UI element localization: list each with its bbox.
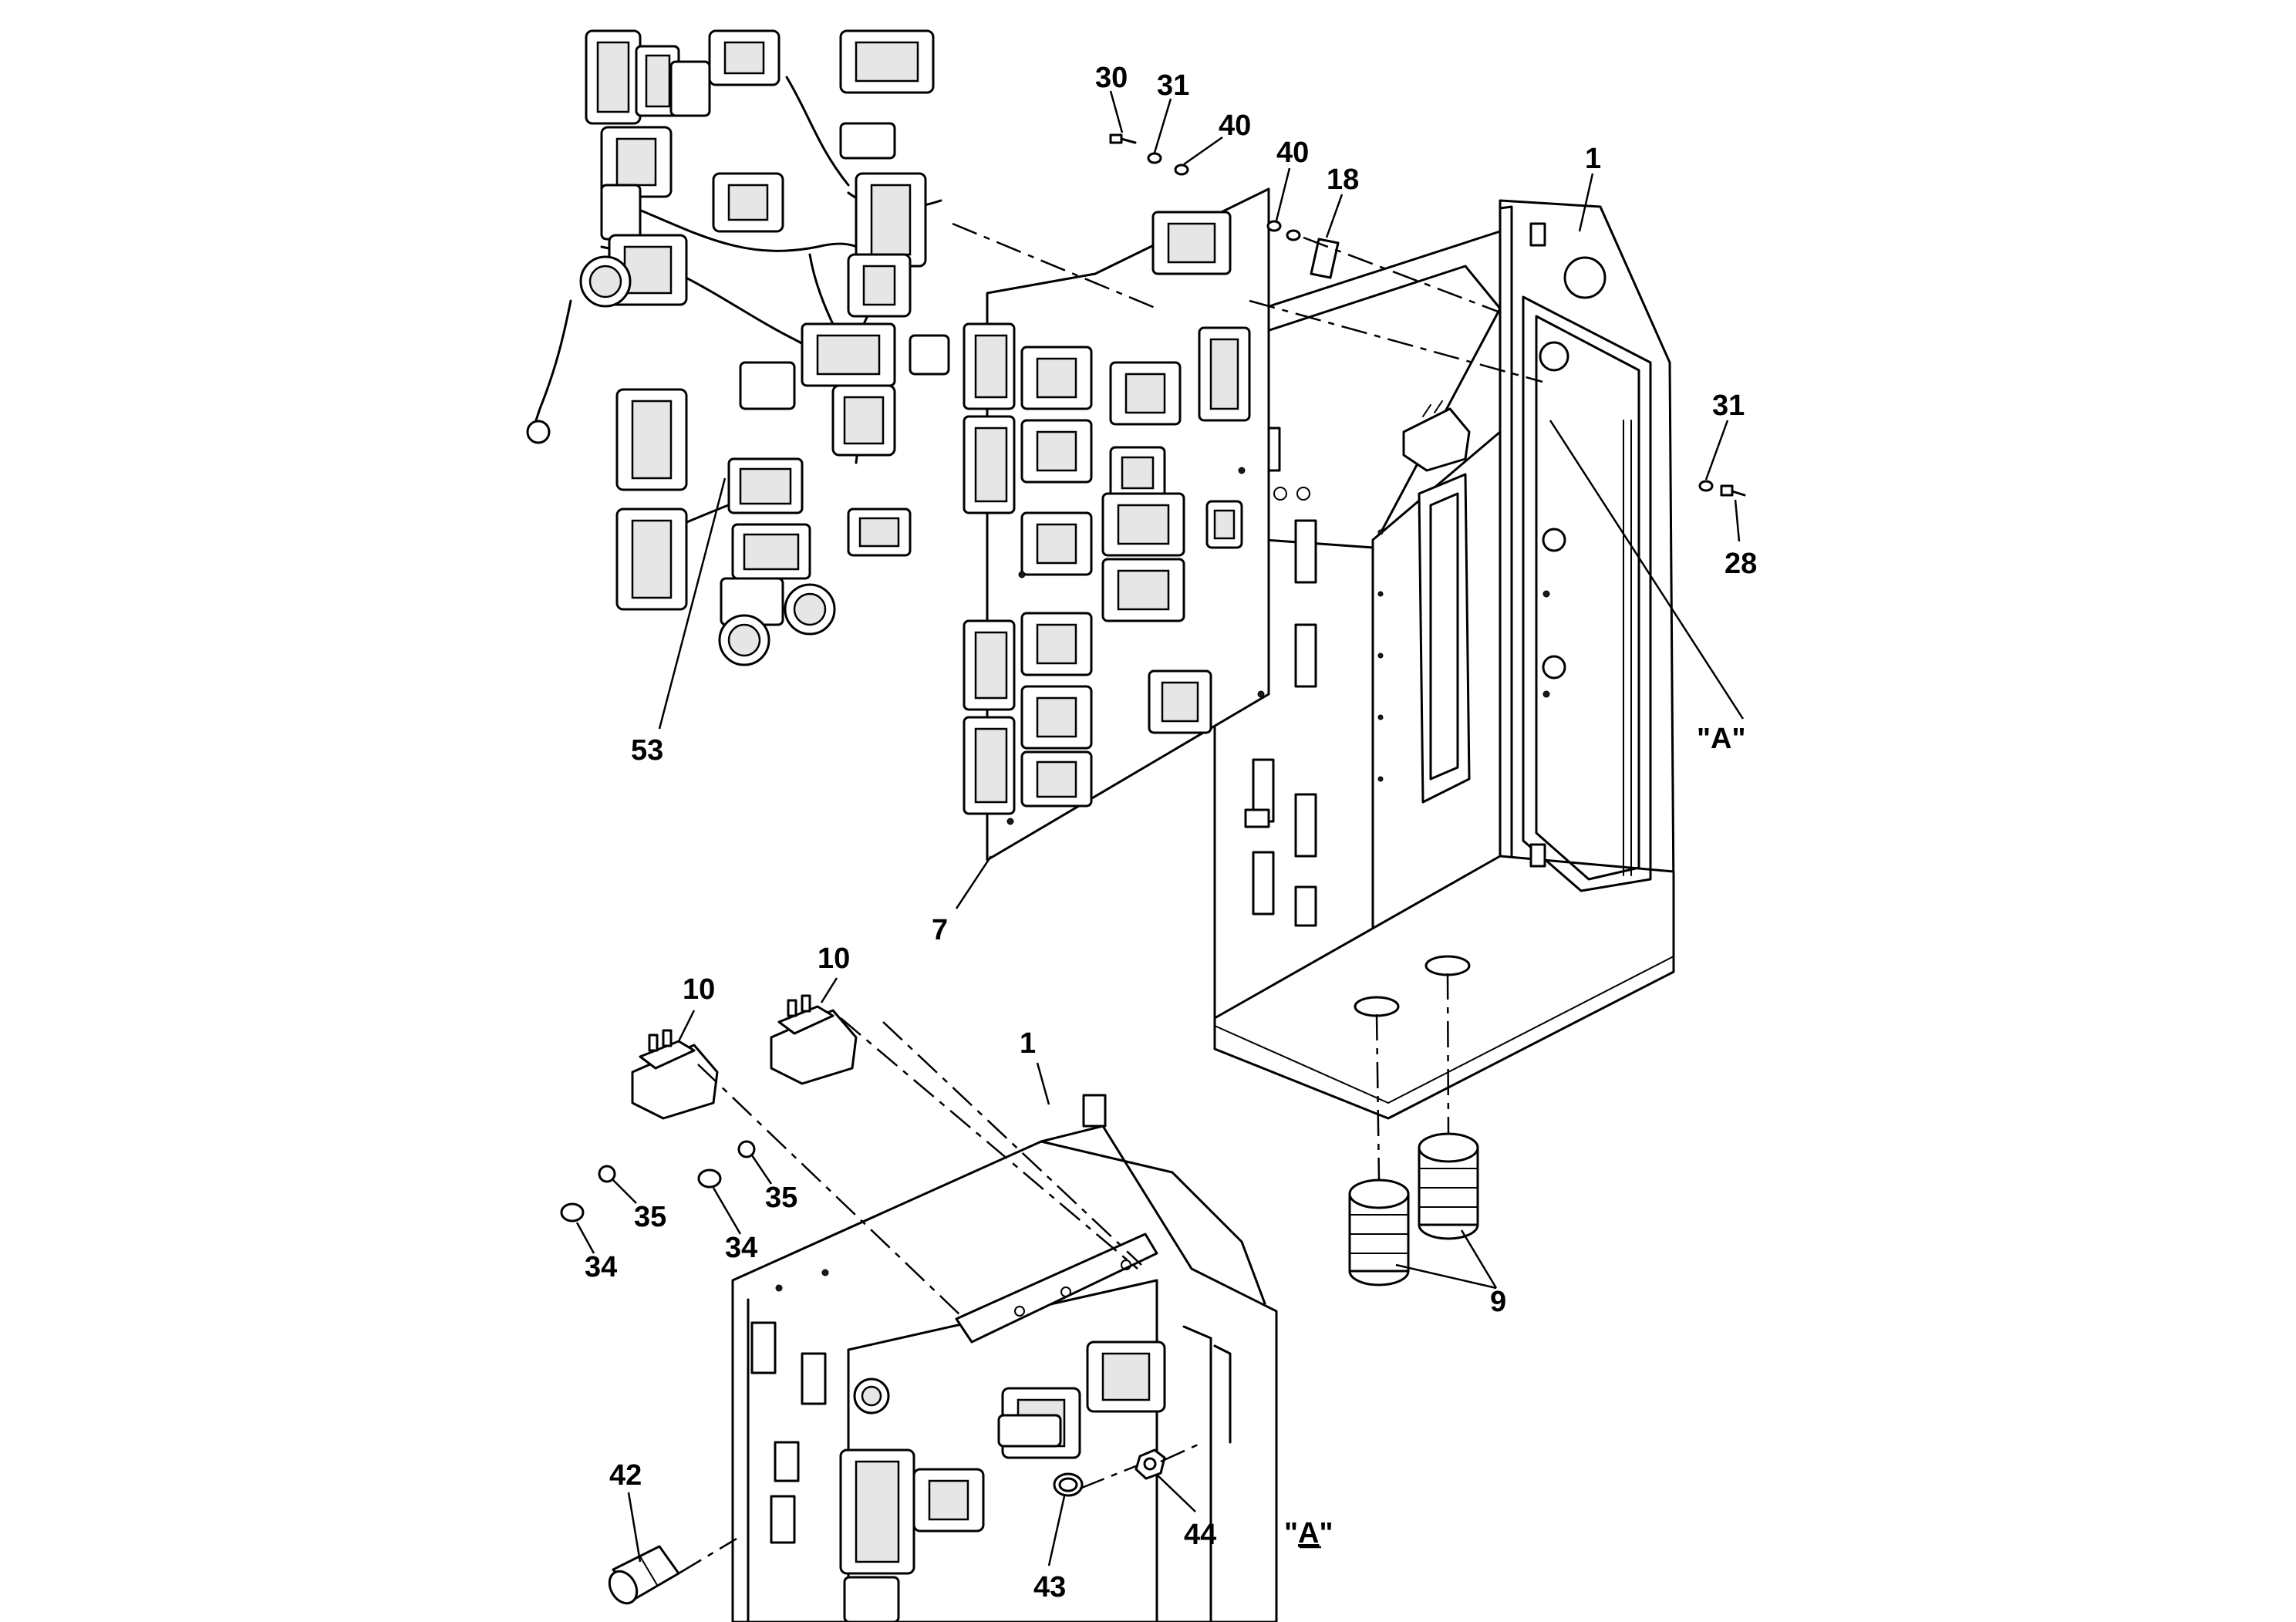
cable-grommets bbox=[1348, 1132, 1479, 1286]
callout-10-left: 10 bbox=[683, 973, 715, 1006]
callout-40-b: 40 bbox=[1276, 137, 1309, 169]
detail-a-letter: A bbox=[1298, 1517, 1319, 1549]
callout-34-left: 34 bbox=[585, 1251, 617, 1283]
hardware-fasteners bbox=[560, 133, 1746, 1497]
callout-a-reference: "A" bbox=[1697, 723, 1745, 755]
callout-31-top: 31 bbox=[1157, 69, 1189, 102]
leader-lines bbox=[575, 90, 1745, 1566]
connector-panel bbox=[963, 187, 1270, 862]
callout-28: 28 bbox=[1725, 548, 1757, 580]
wiring-harness bbox=[526, 29, 950, 666]
callout-42: 42 bbox=[609, 1459, 642, 1492]
detail-a-label: "A" bbox=[1284, 1517, 1333, 1549]
assembly-lines bbox=[678, 222, 1543, 1575]
callout-43: 43 bbox=[1033, 1571, 1066, 1603]
callout-18: 18 bbox=[1327, 164, 1359, 196]
plug-connector bbox=[608, 1545, 680, 1605]
callout-7: 7 bbox=[932, 914, 948, 946]
callout-labels: 30 31 40 40 18 1 31 28 "A" 53 7 10 10 1 … bbox=[585, 62, 1757, 1603]
callout-44: 44 bbox=[1184, 1519, 1216, 1551]
callout-35-right: 35 bbox=[765, 1182, 797, 1214]
relay-left bbox=[631, 1029, 719, 1120]
harness-connectors bbox=[579, 29, 950, 666]
detail-a-open-quote: " bbox=[1284, 1517, 1298, 1549]
control-box-enclosure bbox=[1213, 199, 1675, 1120]
callout-53: 53 bbox=[631, 734, 663, 767]
callout-1-top: 1 bbox=[1585, 143, 1601, 175]
callout-34-right: 34 bbox=[725, 1232, 757, 1264]
detail-a-close-quote: " bbox=[1319, 1517, 1333, 1549]
relay-right bbox=[770, 994, 858, 1085]
callout-1-bottom: 1 bbox=[1020, 1027, 1036, 1060]
callout-30: 30 bbox=[1095, 62, 1128, 94]
callout-31-right: 31 bbox=[1712, 389, 1745, 422]
callout-10-right: 10 bbox=[818, 943, 850, 975]
callout-40-a: 40 bbox=[1219, 110, 1251, 142]
panel-connector-blocks bbox=[963, 211, 1251, 815]
callout-35-left: 35 bbox=[634, 1201, 666, 1233]
svg-text:"A": "A" bbox=[1284, 1517, 1333, 1549]
callout-9: 9 bbox=[1490, 1286, 1506, 1318]
